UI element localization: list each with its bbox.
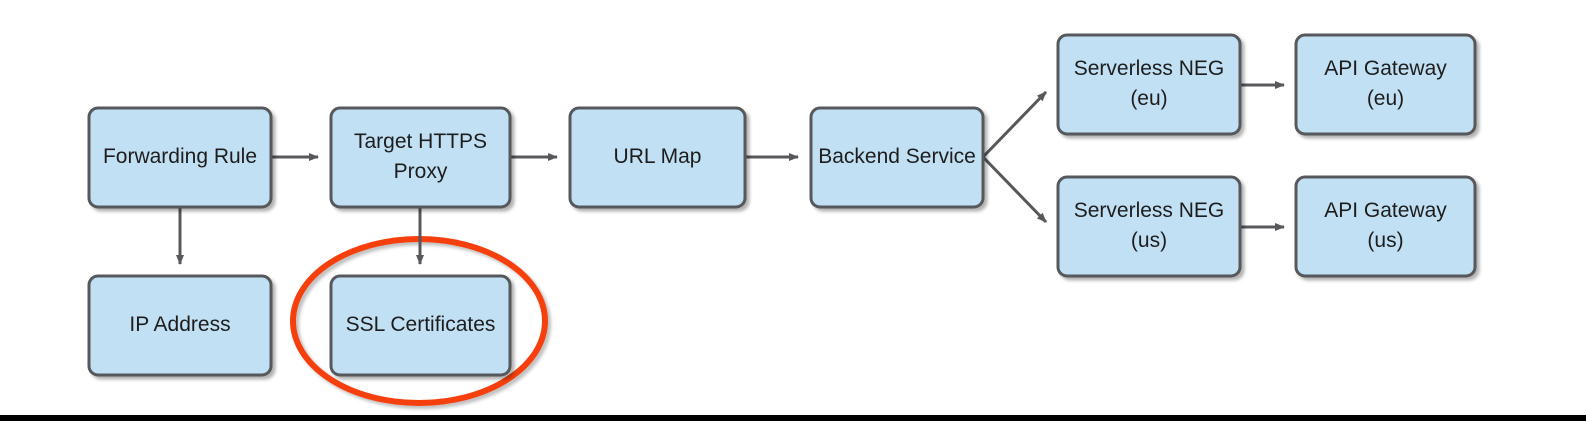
node-target-https-proxy[interactable]: Target HTTPS Proxy bbox=[329, 106, 512, 209]
node-target-https-proxy-label-line1: Target HTTPS bbox=[354, 130, 487, 153]
node-serverless-neg-us-label-line2: (us) bbox=[1131, 229, 1167, 252]
node-api-gateway-us-label-line2: (us) bbox=[1367, 229, 1403, 252]
node-serverless-neg-us[interactable]: Serverless NEG (us) bbox=[1056, 175, 1242, 278]
node-ip-address-box[interactable] bbox=[87, 274, 273, 377]
node-api-gateway-eu-label-line2: (eu) bbox=[1367, 87, 1404, 110]
node-ssl-certificates[interactable]: SSL Certificates bbox=[329, 274, 512, 377]
node-url-map[interactable]: URL Map bbox=[568, 106, 747, 209]
node-backend-service[interactable]: Backend Service bbox=[809, 106, 985, 209]
node-forwarding-rule[interactable]: Forwarding Rule bbox=[87, 106, 273, 209]
node-layer: Forwarding Rule Target HTTPS Proxy URL M… bbox=[87, 33, 1477, 377]
node-ip-address[interactable]: IP Address bbox=[87, 274, 273, 377]
node-ssl-certificates-label: SSL Certificates bbox=[346, 313, 496, 336]
edge-backend-service-to-serverless-neg-eu bbox=[981, 90, 1048, 159]
node-ssl-certificates-box[interactable] bbox=[329, 274, 512, 377]
node-serverless-neg-us-label-line1: Serverless NEG bbox=[1074, 199, 1225, 222]
node-target-https-proxy-box[interactable] bbox=[329, 106, 512, 209]
node-api-gateway-us-box[interactable] bbox=[1294, 175, 1477, 278]
node-serverless-neg-eu-label-line2: (eu) bbox=[1130, 87, 1167, 110]
node-api-gateway-us-label-line1: API Gateway bbox=[1324, 199, 1447, 222]
node-api-gateway-eu-label-line1: API Gateway bbox=[1324, 57, 1447, 80]
node-api-gateway-us[interactable]: API Gateway (us) bbox=[1294, 175, 1477, 278]
edge-backend-service-to-serverless-neg-us bbox=[981, 155, 1048, 224]
node-target-https-proxy-label-line2: Proxy bbox=[394, 160, 448, 183]
node-serverless-neg-eu-label-line1: Serverless NEG bbox=[1074, 57, 1225, 80]
node-serverless-neg-eu-box[interactable] bbox=[1056, 33, 1242, 136]
node-url-map-box[interactable] bbox=[568, 106, 747, 209]
node-api-gateway-eu-box[interactable] bbox=[1294, 33, 1477, 136]
node-forwarding-rule-box[interactable] bbox=[87, 106, 273, 209]
node-backend-service-box[interactable] bbox=[809, 106, 985, 209]
node-serverless-neg-eu[interactable]: Serverless NEG (eu) bbox=[1056, 33, 1242, 136]
node-backend-service-label: Backend Service bbox=[818, 145, 976, 168]
node-forwarding-rule-label: Forwarding Rule bbox=[103, 145, 257, 168]
node-api-gateway-eu[interactable]: API Gateway (eu) bbox=[1294, 33, 1477, 136]
node-serverless-neg-us-box[interactable] bbox=[1056, 175, 1242, 278]
node-url-map-label: URL Map bbox=[614, 145, 702, 168]
node-ip-address-label: IP Address bbox=[129, 313, 230, 336]
edge-layer bbox=[176, 81, 1285, 265]
